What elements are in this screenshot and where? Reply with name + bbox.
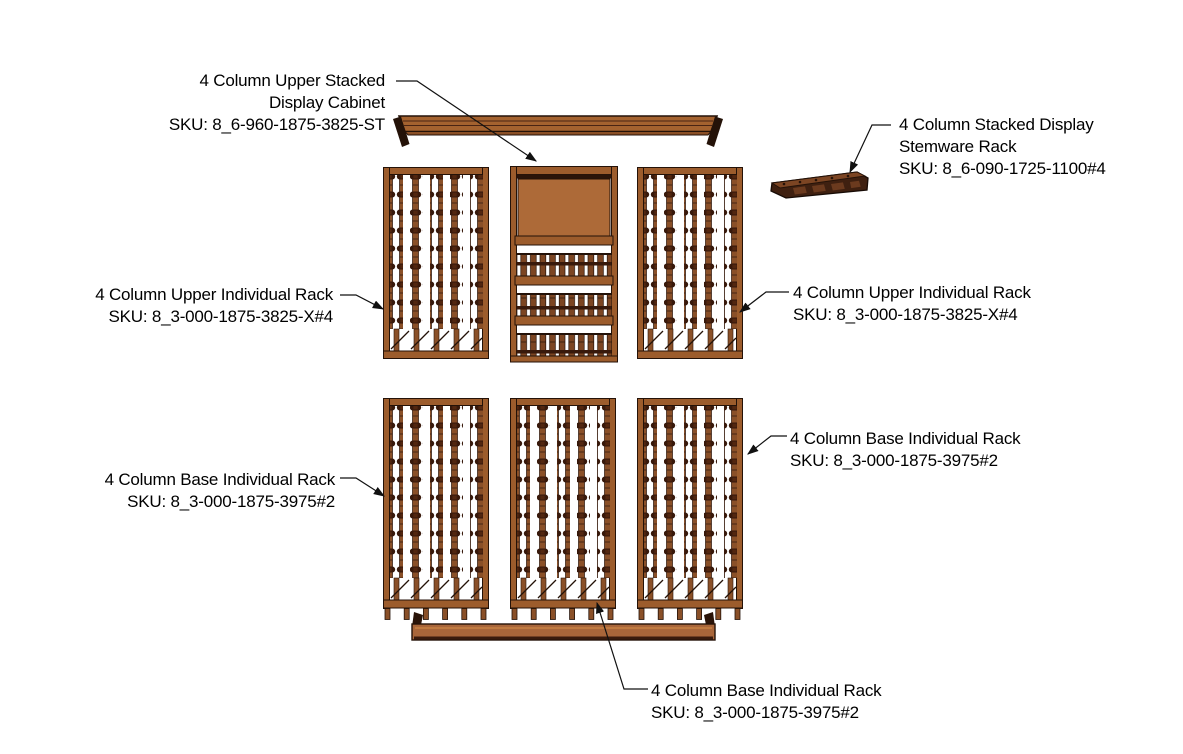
- leader-arrow-upper-left: [340, 294, 385, 310]
- leader-arrow-upper-right: [739, 291, 789, 313]
- label-upper-rack-left: 4 Column Upper Individual Rack SKU: 8_3-…: [65, 284, 333, 328]
- upper-left-rack-drawing: [382, 166, 490, 360]
- part-name: Display Cabinet: [268, 93, 385, 112]
- part-sku: SKU: 8_3-000-1875-3975#2: [651, 703, 859, 722]
- part-name: 4 Column Base Individual Rack: [790, 429, 1021, 448]
- leader-arrow-stemware-rack: [849, 124, 891, 174]
- part-sku: SKU: 8_6-090-1725-1100#4: [899, 159, 1106, 178]
- base-left-rack-drawing: [382, 397, 490, 621]
- upper-right-rack-drawing: [636, 166, 744, 360]
- part-name: 4 Column Upper Individual Rack: [793, 283, 1031, 302]
- stemware-rack-drawing: [770, 171, 869, 199]
- label-upper-rack-right: 4 Column Upper Individual Rack SKU: 8_3-…: [793, 282, 1073, 326]
- label-base-rack-bottom: 4 Column Base Individual Rack SKU: 8_3-0…: [651, 680, 931, 724]
- part-name: 4 Column Upper Individual Rack: [95, 285, 333, 304]
- part-sku: SKU: 8_6-960-1875-3825-ST: [168, 115, 385, 134]
- part-sku: SKU: 8_3-000-1875-3825-X#4: [108, 307, 334, 326]
- part-name: 4 Column Base Individual Rack: [651, 681, 882, 700]
- base-right-rack-drawing: [636, 397, 744, 621]
- part-sku: SKU: 8_3-000-1875-3975#2: [790, 451, 998, 470]
- label-display-cabinet: 4 Column Upper Stacked Display Cabinet S…: [135, 70, 385, 136]
- bottom-rail-drawing: [411, 612, 716, 641]
- part-name: Stemware Rack: [899, 137, 1017, 156]
- display-cabinet-drawing: [510, 166, 618, 363]
- leader-arrow-base-bottom: [596, 601, 648, 690]
- crown-right-return: [706, 116, 723, 147]
- label-base-rack-left: 4 Column Base Individual Rack SKU: 8_3-0…: [67, 469, 336, 513]
- label-base-rack-right: 4 Column Base Individual Rack SKU: 8_3-0…: [790, 428, 1070, 472]
- leader-arrow-base-right: [747, 435, 787, 455]
- part-name: 4 Column Stacked Display: [899, 115, 1094, 134]
- leader-arrow-display-cabinet: [396, 80, 537, 162]
- part-sku: SKU: 8_3-000-1875-3975#2: [127, 492, 335, 511]
- part-name: 4 Column Upper Stacked: [199, 71, 385, 90]
- leader-arrow-base-left: [340, 477, 386, 497]
- crown-molding-drawing: [393, 115, 723, 147]
- part-name: 4 Column Base Individual Rack: [104, 470, 336, 489]
- label-stemware-rack: 4 Column Stacked Display Stemware Rack S…: [899, 114, 1179, 180]
- part-sku: SKU: 8_3-000-1875-3825-X#4: [793, 305, 1018, 324]
- crown-left-return: [393, 116, 410, 147]
- base-middle-rack-drawing: [509, 397, 617, 621]
